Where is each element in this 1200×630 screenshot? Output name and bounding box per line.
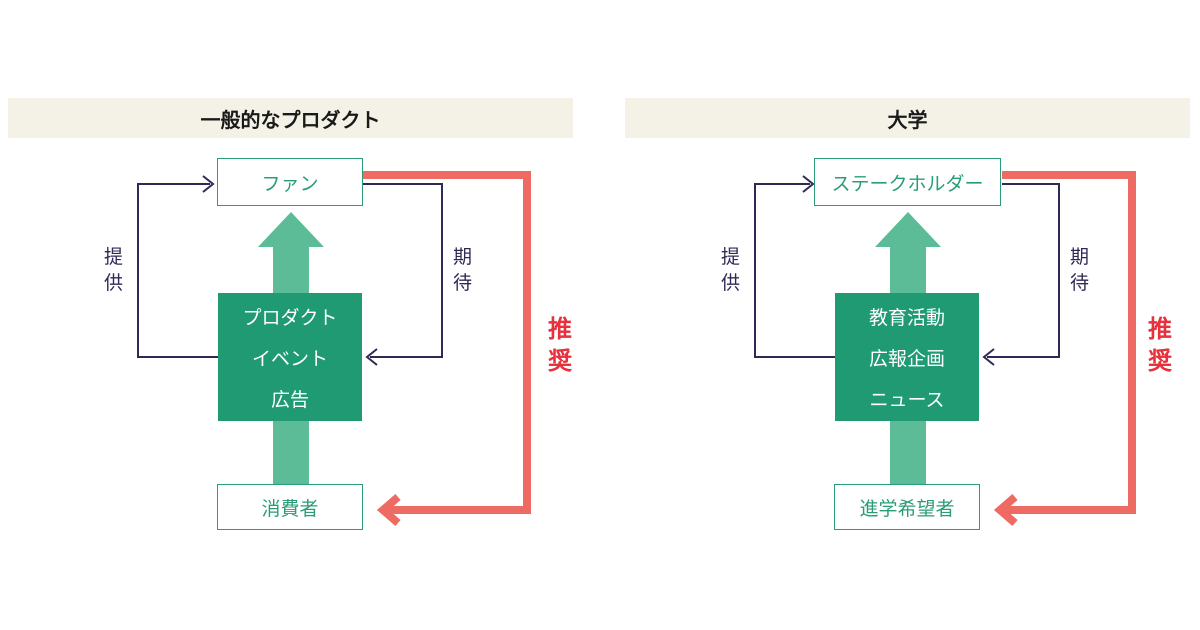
green-flow-arrow-head — [875, 212, 941, 247]
expect-arrow-line — [987, 183, 1060, 358]
activities-box: 教育活動 広報企画 ニュース — [835, 293, 979, 421]
consumer-box: 消費者 — [217, 484, 363, 530]
recommend-label: 推 奨 — [548, 315, 572, 375]
expect-arrow-line — [362, 183, 443, 358]
expect-label: 期 待 — [453, 246, 473, 294]
recommend-arrow-line — [362, 171, 531, 514]
recommend-arrow-line — [1002, 171, 1136, 514]
prospective-student-box: 進学希望者 — [834, 484, 980, 530]
panel-header: 大学 — [625, 98, 1190, 138]
provide-label: 提 供 — [721, 246, 741, 294]
center-line: 広告 — [270, 388, 309, 411]
provide-arrow-head — [202, 175, 215, 193]
fan-box: ファン — [217, 158, 363, 206]
panel-general-product: 一般的なプロダクト ファン プロダクト イベント 広告 消費者 提 供 期 待 … — [8, 98, 573, 530]
center-line: プロダクト — [242, 306, 338, 329]
expect-arrow-head — [982, 348, 995, 366]
expect-label: 期 待 — [1070, 246, 1090, 294]
recommend-label: 推 奨 — [1148, 315, 1172, 375]
provide-arrow-line — [137, 183, 218, 358]
provide-arrow-head — [802, 175, 815, 193]
panel-university: 大学 ステークホルダー 教育活動 広報企画 ニュース 進学希望者 提 供 期 待… — [617, 0, 1200, 630]
product-box: プロダクト イベント 広告 — [218, 293, 362, 421]
stakeholder-box: ステークホルダー — [814, 158, 1001, 206]
center-line: 教育活動 — [868, 306, 945, 329]
recommend-arrow-head — [376, 493, 401, 527]
center-line: ニュース — [869, 388, 945, 411]
recommend-arrow-head — [993, 493, 1018, 527]
center-line: イベント — [251, 347, 328, 370]
expect-arrow-head — [365, 348, 378, 366]
center-line: 広報企画 — [868, 347, 945, 370]
green-flow-arrow-head — [258, 212, 324, 247]
panel-header: 一般的なプロダクト — [8, 98, 573, 138]
provide-label: 提 供 — [104, 246, 124, 294]
provide-arrow-line — [754, 183, 835, 358]
